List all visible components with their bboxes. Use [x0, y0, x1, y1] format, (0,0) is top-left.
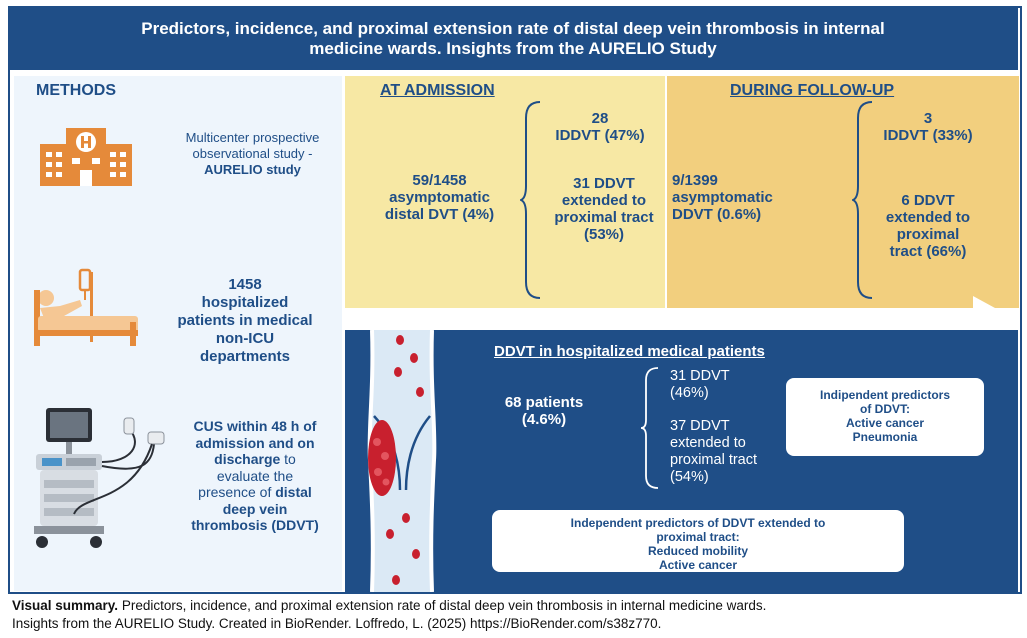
admission-iddvt-line-1: 28 [591, 110, 609, 127]
ddvt-heading: DDVT in hospitalized medical patients [494, 343, 765, 360]
study-line-1: Multicenter prospective [185, 130, 320, 145]
admission-iddvt-line-2: IDDVT (47%) [555, 127, 645, 144]
followup-ext-line-1: 6 DDVT [901, 192, 955, 209]
admission-panel [345, 76, 665, 308]
patients-line-5: departments [199, 348, 291, 365]
admission-ext-line-1: 31 DDVT [573, 175, 635, 192]
title-line-1: Predictors, incidence, and proximal exte… [141, 19, 885, 38]
cus-line-7: thrombosis (DDVT) [191, 517, 319, 533]
ultrasound-machine-icon [34, 408, 165, 548]
followup-main-text: 9/1399 asymptomatic DDVT (0.6%) [672, 172, 832, 223]
admission-extended-text: 31 DDVT extended to proximal tract (53%) [540, 175, 668, 243]
study-design-text: Multicenter prospective observational st… [160, 130, 345, 178]
admission-main-text: 59/1458 asymptomatic distal DVT (4%) [352, 172, 527, 223]
caption-line-1: Visual summary. Predictors, incidence, a… [12, 597, 1020, 615]
admission-ext-line-4: (53%) [583, 226, 624, 243]
box1-line-1: Indipendent predictors [819, 388, 950, 402]
followup-brace [852, 101, 873, 299]
ddvt-brace [640, 367, 659, 489]
followup-iddvt-text: 3 IDDVT (33%) [868, 110, 988, 144]
predictors-ddvt-box: Indipendent predictors of DDVT: Active c… [786, 378, 984, 456]
ddvt-branch-1: 31 DDVT (46%) [670, 368, 730, 402]
ddvt-branch-2: 37 DDVT extended to proximal tract (54%) [670, 418, 757, 486]
cus-line-5b: distal [275, 484, 312, 500]
cus-line-4: evaluate the [216, 467, 294, 484]
followup-iddvt-line-2: IDDVT (33%) [883, 127, 973, 144]
admission-brace [520, 101, 541, 299]
ddvt-patients-line-2: (4.6%) [521, 411, 567, 428]
patients-text: 1458 hospitalized patients in medical no… [150, 276, 340, 366]
admission-main-line-3: distal DVT (4%) [384, 206, 495, 223]
figure-caption: Visual summary. Predictors, incidence, a… [12, 597, 1020, 633]
hospital-icon [40, 128, 132, 186]
admission-ext-line-2: extended to [561, 192, 647, 209]
caption-line-2: Insights from the AURELIO Study. Created… [12, 616, 662, 631]
ddvt-b2-line-3: proximal tract [670, 452, 758, 468]
admission-iddvt-text: 28 IDDVT (47%) [535, 110, 665, 144]
ddvt-b1-line-2: (46%) [670, 385, 709, 401]
admission-main-line-1: 59/1458 [412, 172, 467, 189]
cus-line-5: presence of distal [166, 484, 344, 501]
vein-thrombus-icon [367, 330, 437, 592]
title-bar: Predictors, incidence, and proximal exte… [8, 8, 1018, 70]
followup-iddvt-line-1: 3 [923, 110, 933, 127]
box2-line-4: Active cancer [658, 558, 738, 572]
ddvt-b2-line-2: extended to [670, 435, 746, 451]
followup-main-line-3: DDVT (0.6%) [672, 206, 762, 223]
ddvt-b2-line-1: 37 DDVT [670, 418, 730, 434]
box2-line-2: proximal tract: [656, 530, 740, 544]
cus-line-2: admission and on [195, 434, 315, 451]
box2-line-1: Independent predictors of DDVT extended … [570, 516, 826, 530]
ddvt-patients-line-1: 68 patients [504, 394, 584, 411]
study-line-2: observational study - [192, 146, 313, 161]
followup-extended-text: 6 DDVT extended to proximal tract (66%) [866, 192, 990, 260]
cus-text: CUS within 48 h of admission and on disc… [166, 418, 344, 534]
patients-line-2: hospitalized [201, 294, 289, 311]
box2-line-3: Reduced mobility [647, 544, 748, 558]
ddvt-patients-text: 68 patients (4.6%) [488, 394, 600, 428]
followup-main-line-1: 9/1399 [672, 172, 718, 189]
followup-heading: DURING FOLLOW-UP [730, 82, 895, 99]
admission-heading: AT ADMISSION [380, 82, 495, 99]
box1-line-3: Active cancer [845, 416, 925, 430]
box1-line-4: Pneumonia [852, 430, 918, 444]
followup-ext-line-2: extended to [885, 209, 971, 226]
followup-ext-line-3: proximal [896, 226, 960, 243]
patient-bed-icon [34, 268, 138, 346]
cus-line-3: discharge to [166, 451, 344, 468]
patients-line-4: non-ICU [215, 330, 275, 347]
admission-ext-line-3: proximal tract [554, 209, 654, 226]
ddvt-b1-line-1: 31 DDVT [670, 368, 730, 384]
cus-line-3a: discharge [214, 451, 281, 467]
study-line-3: AURELIO study [204, 162, 301, 177]
ddvt-b2-line-4: (54%) [670, 469, 709, 485]
caption-bold: Visual summary. [12, 598, 119, 613]
admission-main-line-2: asymptomatic [389, 189, 490, 206]
cus-line-5a: presence of [198, 484, 276, 500]
methods-heading: METHODS [36, 82, 116, 99]
patients-line-3: patients in medical [177, 312, 313, 329]
followup-main-line-2: asymptomatic [672, 189, 773, 206]
box1-line-2: of DDVT: [860, 402, 910, 416]
title-line-2: medicine wards. Insights from the AURELI… [309, 39, 717, 58]
cus-line-1: CUS within 48 h of [193, 418, 317, 434]
caption-line-1-rest: Predictors, incidence, and proximal exte… [118, 598, 767, 613]
cus-line-3b: to [280, 451, 296, 467]
followup-panel [667, 76, 1019, 308]
predictors-extended-box: Independent predictors of DDVT extended … [492, 510, 904, 572]
patients-line-1: 1458 [228, 276, 262, 293]
followup-ext-line-4: tract (66%) [889, 243, 967, 260]
cus-line-6: deep vein [222, 500, 288, 517]
arrow-right-icon [345, 296, 1017, 344]
